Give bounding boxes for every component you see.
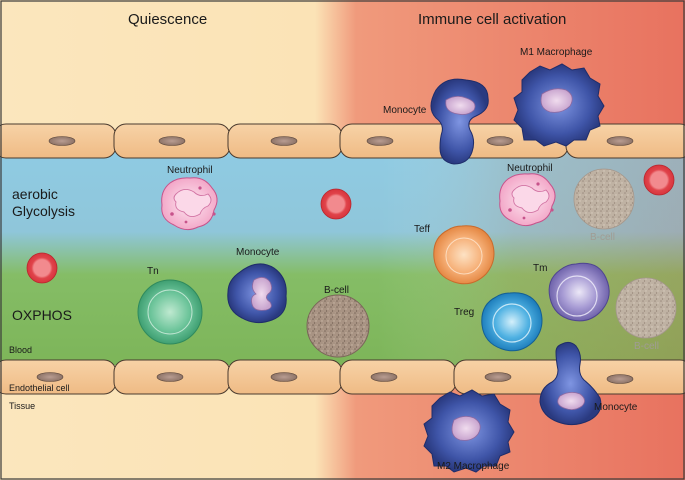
treg-cell	[481, 292, 543, 352]
monocyte-cell-top-transmigrating	[430, 78, 489, 165]
label-b-cell-right-bottom: B-cell	[634, 341, 660, 352]
monocyte-cell-bottom-transmigrating	[539, 341, 602, 426]
label-treg: Treg	[454, 307, 475, 318]
teff-cell	[433, 225, 495, 285]
label-monocyte-left: Monocyte	[236, 247, 280, 258]
red-blood-cells	[26, 164, 675, 284]
label-teff: Teff	[414, 224, 430, 235]
label-monocyte-bottom: Monocyte	[594, 402, 638, 413]
label-tissue: Tissue	[9, 401, 36, 411]
m2-macrophage-cell	[423, 389, 515, 473]
b-cell-right-top	[573, 168, 635, 230]
tn-cell	[137, 279, 203, 345]
label-monocyte-top: Monocyte	[383, 105, 427, 116]
label-oxphos: OXPHOS	[12, 307, 72, 323]
neutrophil-cell-right	[499, 173, 556, 227]
label-neutrophil-left: Neutrophil	[167, 165, 213, 176]
label-tn: Tn	[147, 266, 159, 277]
monocyte-cell-left	[227, 263, 287, 324]
neutrophil-cell-left	[161, 177, 218, 231]
label-m1-macrophage: M1 Macrophage	[520, 47, 593, 58]
label-b-cell-right-top: B-cell	[590, 232, 616, 243]
b-cell-left	[306, 294, 370, 358]
m1-macrophage-cell	[513, 63, 605, 147]
tm-cell	[548, 262, 610, 322]
label-blood: Blood	[9, 345, 33, 355]
endothelial-row-bottom	[0, 359, 685, 395]
title-quiescence: Quiescence	[128, 11, 208, 28]
b-cell-right-bottom	[615, 277, 677, 339]
label-m2-macrophage: M2 Macrophage	[437, 461, 510, 472]
title-immune-activation: Immune cell activation	[418, 11, 567, 28]
label-endothelial-cell: Endothelial cell	[9, 383, 70, 393]
label-aerobic-glycolysis: aerobic Glycolysis	[12, 186, 76, 219]
label-neutrophil-right: Neutrophil	[507, 163, 553, 174]
label-b-cell-left: B-cell	[324, 285, 350, 296]
label-tm: Tm	[533, 263, 548, 274]
